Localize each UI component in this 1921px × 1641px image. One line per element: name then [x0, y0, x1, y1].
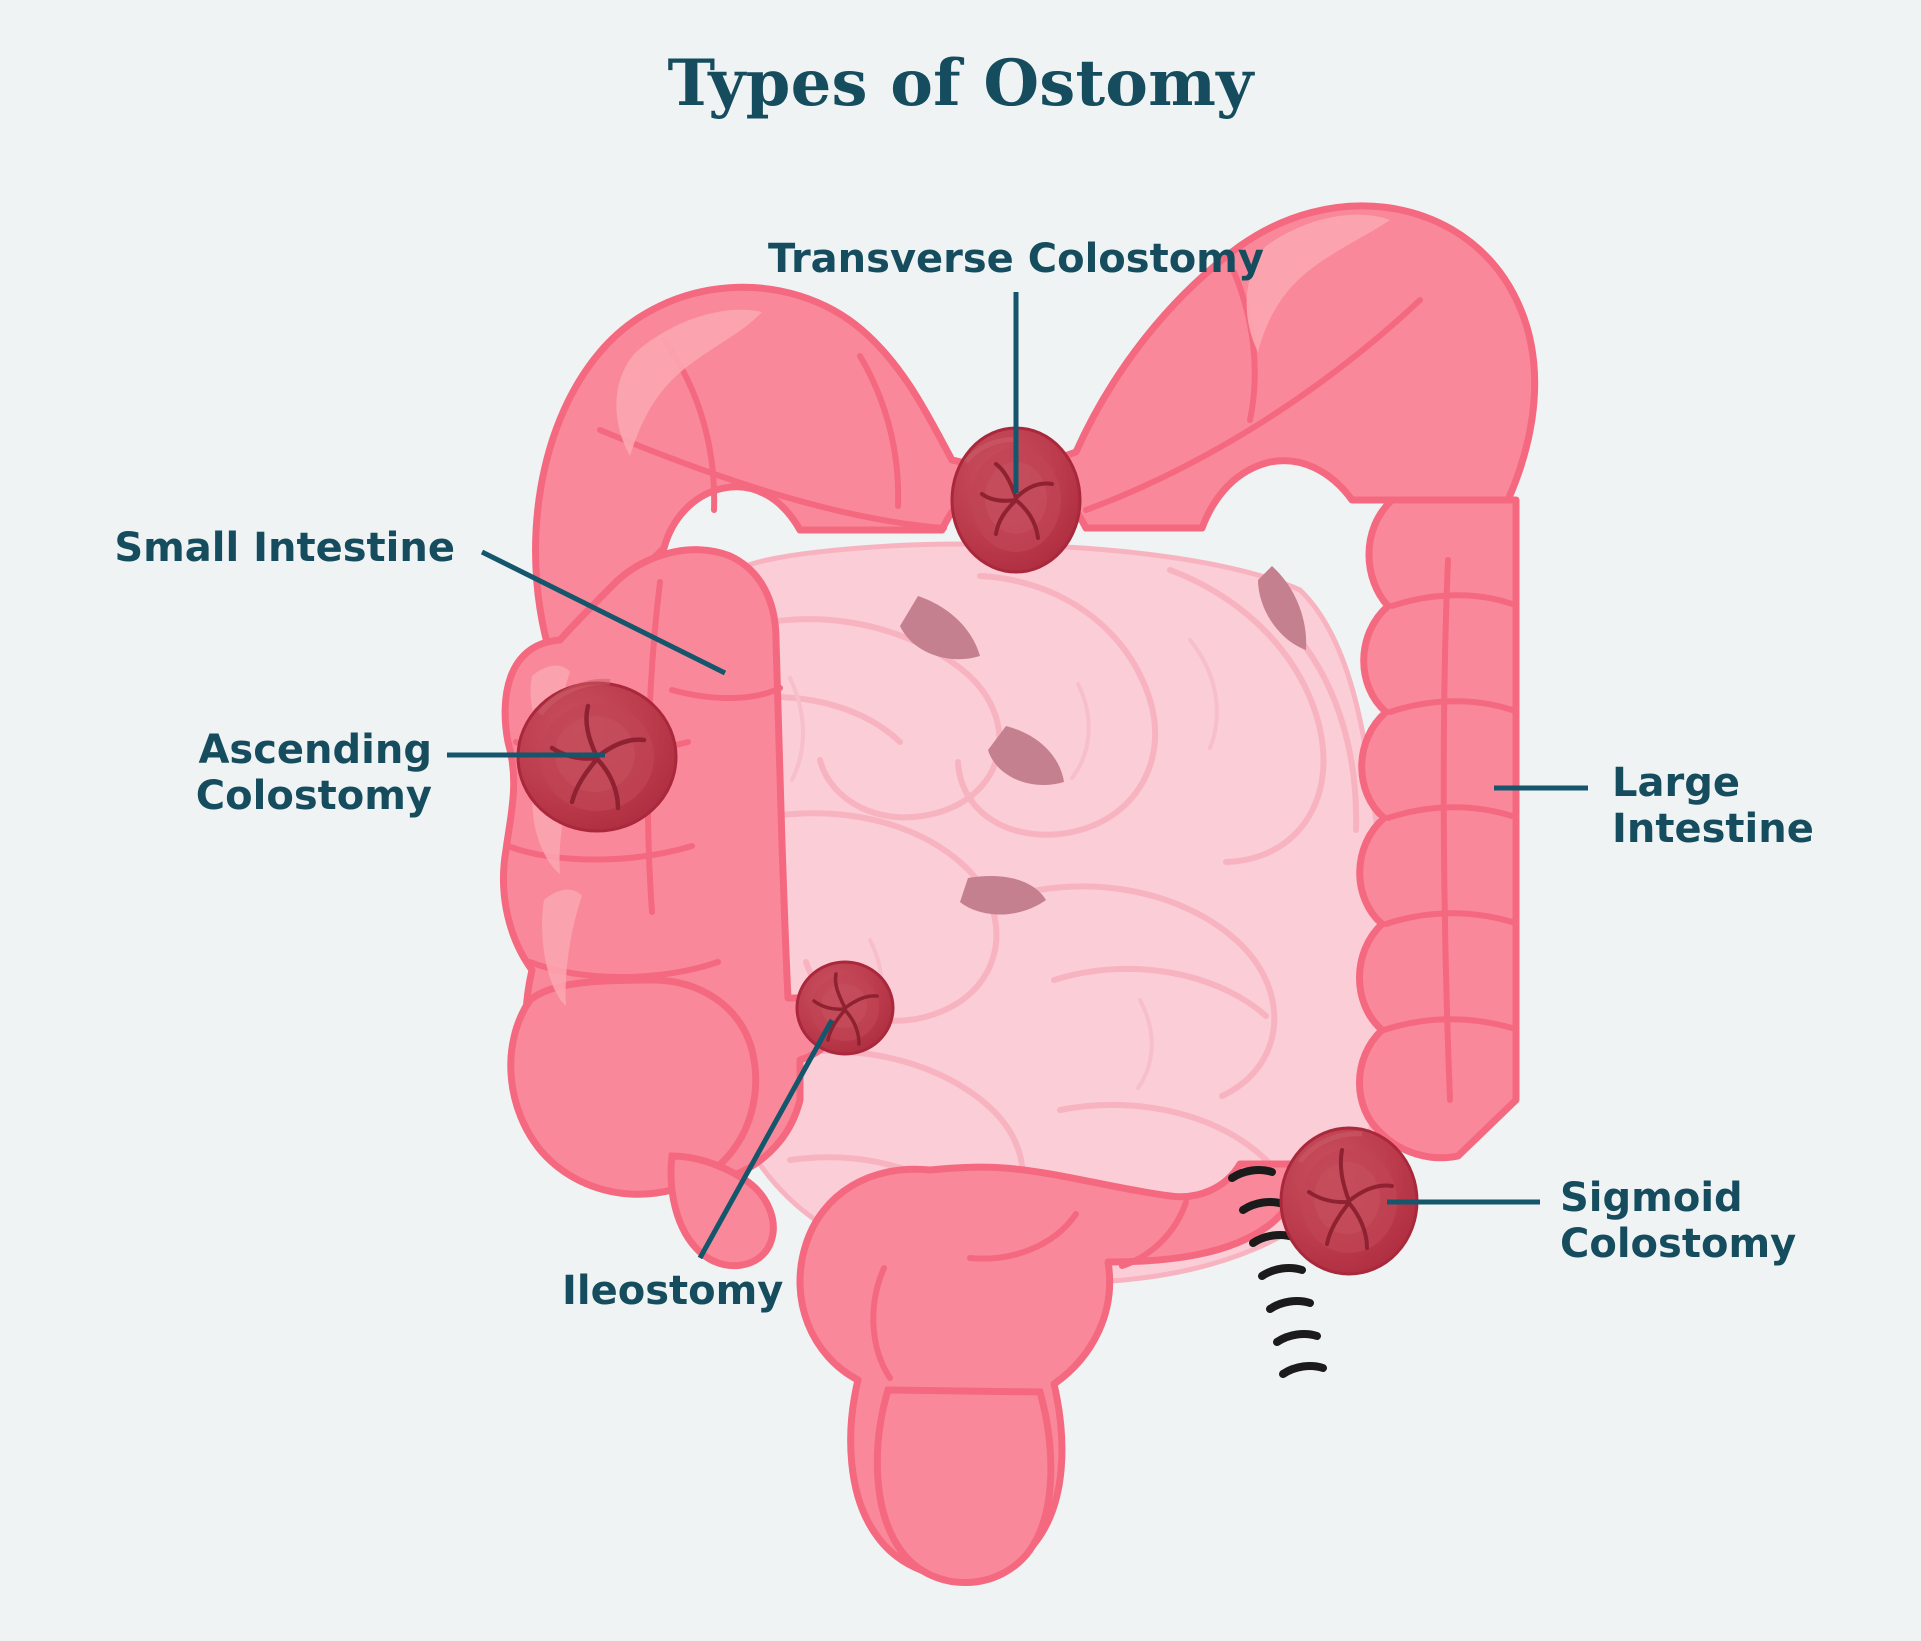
label-ascending-colostomy-line2: Colostomy	[195, 773, 432, 820]
large-intestine-group	[500, 202, 1539, 1586]
leader-small-intestine	[480, 549, 727, 676]
label-small-intestine: Small Intestine	[114, 525, 455, 571]
transverse-stoma[interactable]	[950, 426, 1082, 574]
haustra-lines	[505, 269, 1515, 1381]
cecum	[507, 976, 760, 1198]
label-large-intestine-line2: Intestine	[1612, 806, 1814, 853]
rectum	[873, 1386, 1055, 1586]
label-transverse-colostomy: Transverse Colostomy	[768, 236, 1264, 282]
appendix	[667, 1152, 777, 1270]
page-title: Types of Ostomy	[667, 46, 1254, 121]
ileostomy-stoma[interactable]	[795, 960, 895, 1056]
label-large-intestine-line1: Large	[1612, 760, 1740, 806]
label-ileostomy: Ileostomy	[562, 1268, 784, 1314]
label-sigmoid-colostomy-line2: Colostomy	[1560, 1221, 1797, 1268]
leader-lines	[447, 292, 1588, 1260]
sigmoid-stoma[interactable]	[1279, 1126, 1419, 1276]
descending-colon	[1356, 496, 1520, 1162]
label-ascending-colostomy-line1: Ascending	[198, 727, 432, 773]
leader-ileostomy	[697, 1018, 835, 1260]
label-sigmoid-colostomy-line1: Sigmoid	[1560, 1175, 1743, 1221]
